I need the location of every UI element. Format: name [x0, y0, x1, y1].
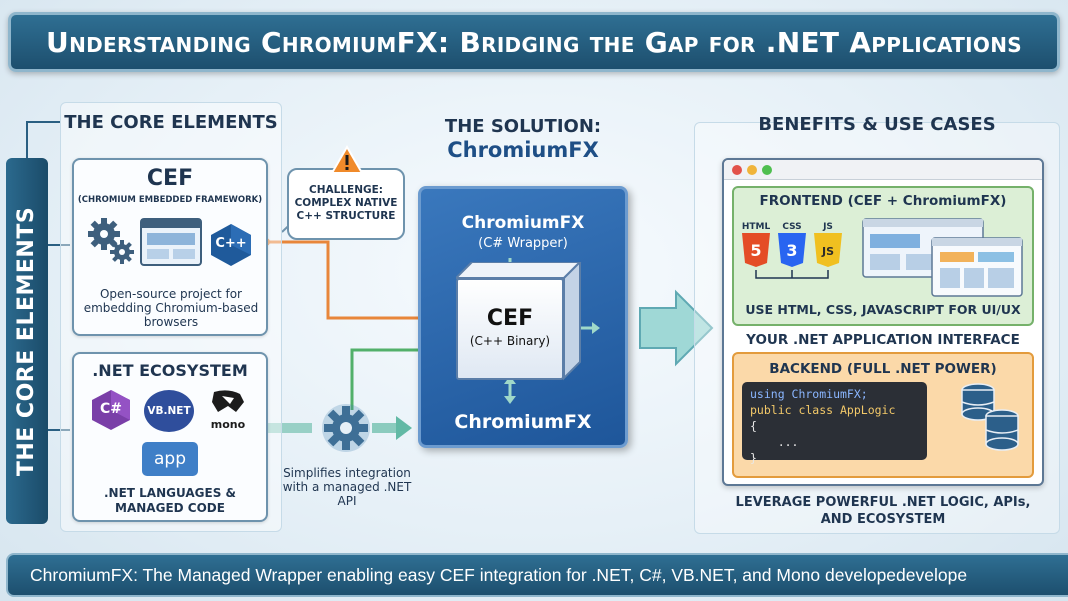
- integration-arrow: [350, 348, 450, 410]
- cef-subtitle: (CHROMIUM EMBEDDED FRAMEWORK): [77, 195, 263, 205]
- html-badge: HTML 5: [740, 222, 772, 272]
- cef-title: CEF: [146, 166, 194, 191]
- cube-subtitle: (C++ Binary): [469, 334, 551, 348]
- warning-icon: [330, 145, 364, 174]
- backend-title: BACKEND (FULL .NET POWER): [769, 361, 997, 377]
- app-window-titlebar: [724, 160, 1042, 180]
- window-minimize-dot: [747, 165, 757, 175]
- benefits-bottom-caption: LEVERAGE POWERFUL .NET LOGIC, APIs, AND …: [735, 495, 1031, 527]
- browser-window-icon: [140, 218, 202, 266]
- css-label: CSS: [782, 222, 802, 232]
- code-line-5: }: [750, 451, 757, 465]
- footer-text: ChromiumFX: The Managed Wrapper enabling…: [30, 564, 968, 585]
- css-badge: CSS 3: [776, 222, 808, 272]
- page-title: Understanding ChromiumFX: Bridging the G…: [46, 25, 1022, 59]
- cef-description: Open-source project for embedding Chromi…: [83, 287, 259, 329]
- js-label: JS: [823, 222, 833, 232]
- solution-bottom-label: ChromiumFX: [454, 411, 592, 433]
- mono-icon: mono: [204, 388, 252, 434]
- gears-icon: [88, 218, 134, 264]
- csharp-icon: C#: [90, 388, 132, 432]
- javascript-icon: JS: [814, 233, 842, 267]
- csharp-icon-label: C#: [99, 401, 122, 417]
- code-line-3: {: [750, 419, 757, 433]
- svg-text:3: 3: [786, 241, 797, 260]
- benefits-heading: BENEFITS & USE CASES: [758, 114, 996, 135]
- vertical-core-label-text: THE CORE ELEMENTS: [14, 206, 40, 476]
- code-line-4: ...: [750, 435, 799, 449]
- cef-binary-cube: [456, 278, 564, 380]
- title-bar: Understanding ChromiumFX: Bridging the G…: [8, 12, 1060, 72]
- app-icon-label: app: [154, 449, 186, 469]
- cube-3d-faces: [456, 262, 582, 381]
- code-snippet: using ChromiumFX; public class AppLogic …: [742, 382, 927, 465]
- integration-gear-icon: [322, 404, 370, 452]
- footer-bar: ChromiumFX: The Managed Wrapper enabling…: [6, 553, 1068, 597]
- js-badge: JS JS: [812, 222, 844, 272]
- frontend-caption: USE HTML, CSS, JAVASCRIPT FOR UI/UX: [745, 302, 1021, 317]
- svg-text:5: 5: [750, 241, 761, 260]
- dotnet-footer: .NET LANGUAGES & MANAGED CODE: [104, 486, 236, 515]
- app-interface-label: YOUR .NET APPLICATION INTERFACE: [746, 332, 1020, 348]
- css3-icon: 3: [778, 233, 806, 267]
- code-line-2: public class AppLogic: [750, 403, 896, 417]
- vbnet-icon: VB.NET: [144, 390, 194, 432]
- ui-mockup-icon: [862, 218, 1023, 297]
- app-icon: app: [142, 442, 198, 476]
- window-close-dot: [732, 165, 742, 175]
- wrapper-subtitle: (C# Wrapper): [478, 236, 568, 251]
- challenge-arrow: [266, 240, 450, 320]
- integration-arrow-out-head: [396, 416, 412, 440]
- solution-box: [418, 186, 628, 448]
- window-maximize-dot: [762, 165, 772, 175]
- solution-heading: THE SOLUTION:: [444, 116, 602, 137]
- dotnet-title: .NET ECOSYSTEM: [92, 361, 248, 380]
- tech-connector: [755, 270, 829, 279]
- challenge-bubble: CHALLENGE: COMPLEX NATIVE C++ STRUCTURE: [287, 168, 405, 240]
- dotnet-card: [72, 352, 268, 522]
- simplifies-caption: Simplifies integration with a managed .N…: [282, 466, 412, 508]
- vbnet-icon-label: VB.NET: [147, 405, 191, 417]
- frontend-title: FRONTEND (CEF + ChromiumFX): [759, 193, 1007, 209]
- solution-subheading: ChromiumFX: [447, 138, 599, 162]
- html5-icon: 5: [742, 233, 770, 267]
- cpp-icon-label: C++: [215, 236, 247, 251]
- cpp-icon: C++: [208, 222, 254, 268]
- svg-text:JS: JS: [821, 245, 834, 258]
- code-line-1: using ChromiumFX;: [750, 387, 868, 401]
- core-elements-heading: THE CORE ELEMENTS: [64, 112, 278, 133]
- html-label: HTML: [741, 222, 771, 232]
- connector-core-top: [26, 121, 60, 158]
- mono-icon-label: mono: [210, 418, 246, 431]
- database-icon: [961, 383, 1019, 451]
- challenge-text: CHALLENGE: COMPLEX NATIVE C++ STRUCTURE: [294, 184, 398, 222]
- cube-title: CEF: [486, 306, 534, 331]
- wrapper-title: ChromiumFX: [461, 213, 585, 233]
- vertical-core-label: THE CORE ELEMENTS: [6, 158, 48, 524]
